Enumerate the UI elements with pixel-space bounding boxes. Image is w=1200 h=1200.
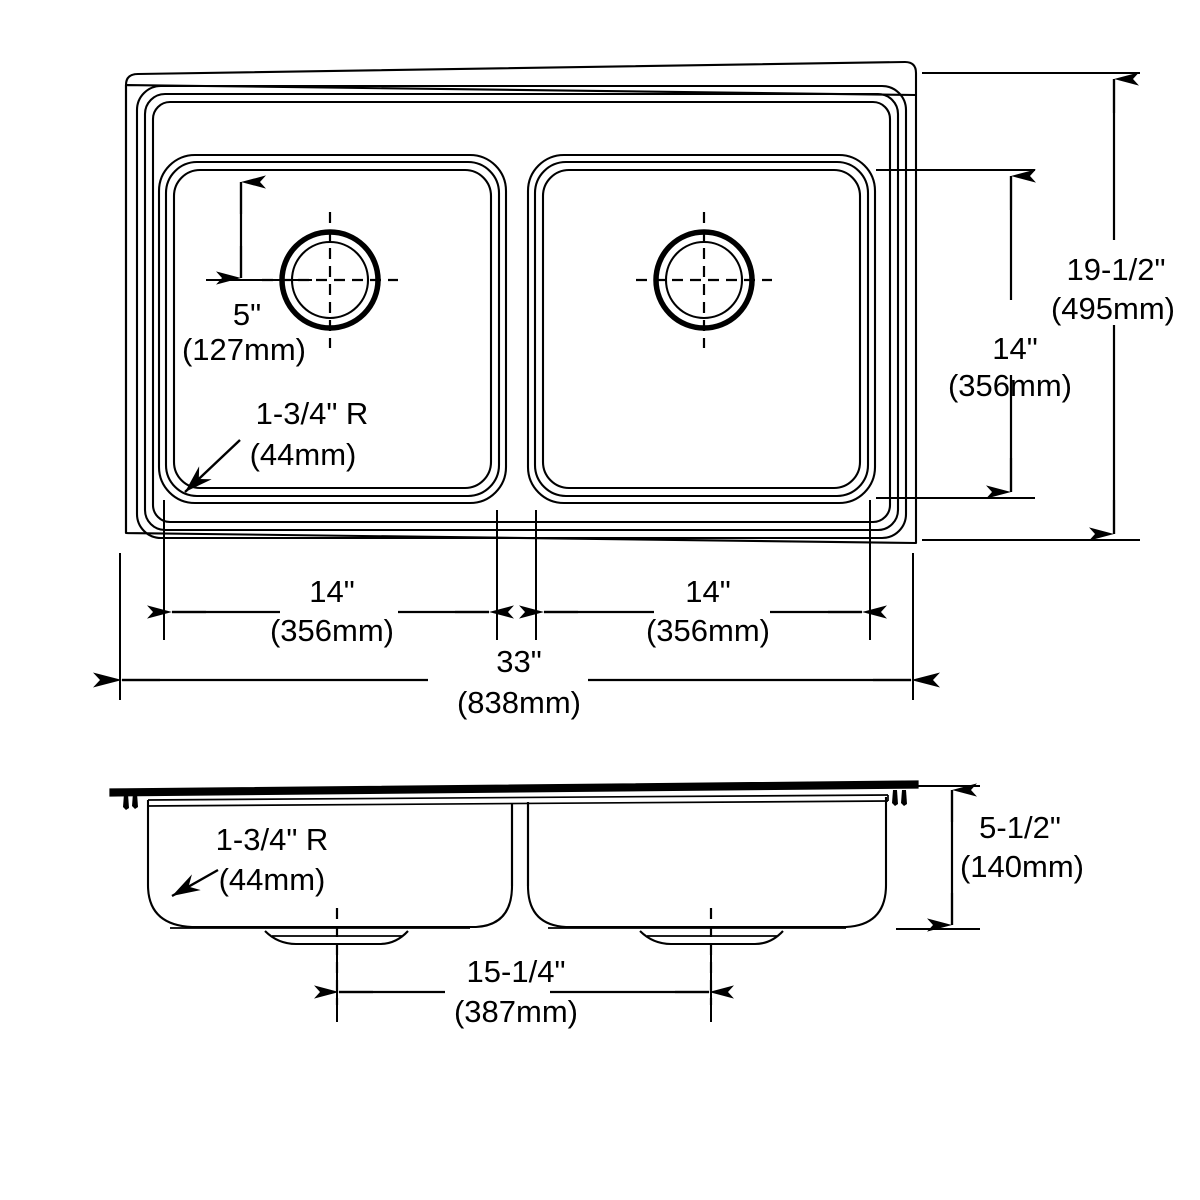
right-bowl-width-imperial: 14" [685,574,731,609]
dimension-drain-spacing [314,953,734,1022]
drain-offset-metric: (127mm) [182,332,306,367]
section-divider [510,802,530,886]
corner-radius-section-imperial: 1-3/4" R [216,822,329,857]
overall-width-metric: (838mm) [457,685,581,720]
top-view: 5" (127mm) 1-3/4" R (44mm) 14" (356mm) [93,60,1175,720]
left-bowl-width-metric: (356mm) [270,613,394,648]
dimension-bowl-depth [896,783,980,932]
section-view: 1-3/4" R (44mm) 5-1/2" (140mm) 15 [109,780,1084,1029]
deck-outer-edge [124,60,918,545]
right-bowl-section [526,797,888,946]
corner-radius-top-imperial: 1-3/4" R [256,396,369,431]
right-drain [636,212,772,348]
drain-offset-imperial: 5" [233,297,261,332]
corner-radius-section-metric: (44mm) [219,862,326,897]
bowl-depth-metric: (140mm) [960,849,1084,884]
drain-spacing-metric: (387mm) [454,994,578,1029]
dimension-overall-depth [922,72,1140,541]
dimension-drain-offset [206,175,312,285]
overall-depth-metric: (495mm) [1051,291,1175,326]
bowl-height-imperial: 14" [992,331,1038,366]
section-deck [109,780,919,807]
left-bowl-width-imperial: 14" [309,574,355,609]
overall-depth-imperial: 19-1/2" [1067,252,1166,287]
leader-corner-radius-top [184,439,241,493]
corner-radius-top-metric: (44mm) [250,437,357,472]
bowl-height-metric: (356mm) [948,368,1072,403]
dimension-bowl-height [876,169,1036,499]
mounting-clip-right [892,790,907,806]
left-bowl [157,153,508,505]
mounting-clip-left [123,793,138,810]
overall-width-imperial: 33" [496,644,542,679]
bowl-depth-imperial: 5-1/2" [979,810,1061,845]
deck-rim [135,84,908,540]
left-bowl-section [146,800,514,946]
right-bowl [526,153,877,505]
right-bowl-width-metric: (356mm) [646,613,770,648]
drain-spacing-imperial: 15-1/4" [467,954,566,989]
leader-corner-radius-section [171,868,219,898]
